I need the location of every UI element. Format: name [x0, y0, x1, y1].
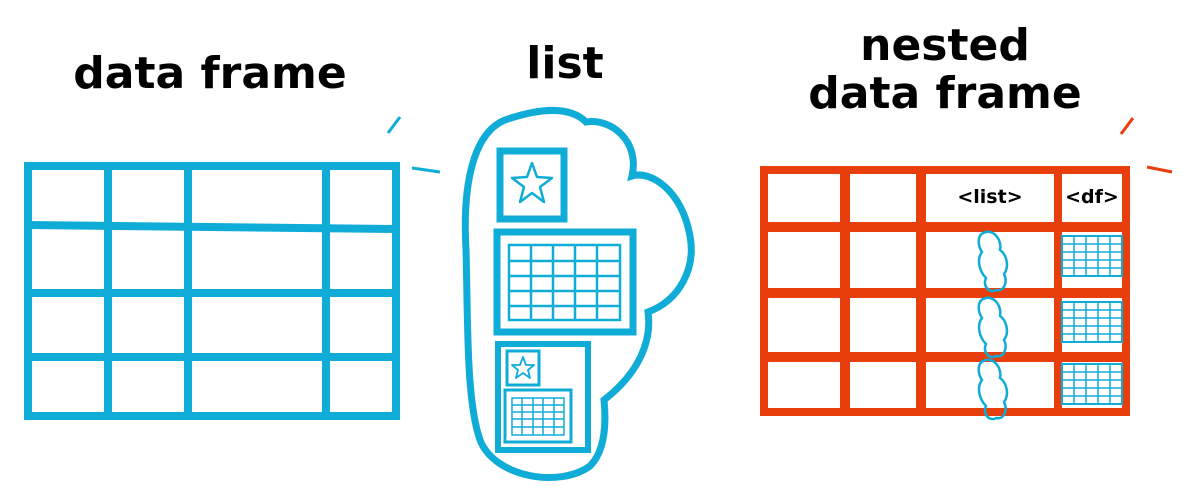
star-icon — [511, 356, 535, 379]
list-column-header: <list> — [957, 186, 1022, 208]
blue-accent-marks — [386, 116, 441, 174]
orange-accent-marks — [1119, 117, 1173, 174]
nested-title-line-1: nested — [860, 20, 1030, 71]
data-frame-table — [24, 162, 400, 420]
list-title: list — [526, 38, 604, 89]
nested-data-frame-title: nested data frame — [780, 22, 1110, 118]
list-item-nested-list — [495, 341, 591, 453]
cloud-icon — [461, 107, 695, 481]
list-cloud — [461, 107, 695, 481]
list-item-star — [496, 147, 568, 223]
list-item-table — [493, 228, 637, 336]
nested-title-line-2: data frame — [808, 68, 1082, 119]
data-frame-row-line — [27, 221, 397, 233]
star-icon — [510, 161, 554, 204]
data-frame-title: data frame — [73, 48, 347, 99]
table-icon — [511, 397, 565, 436]
df-column-header: <df> — [1065, 186, 1119, 208]
data-frame-outline — [24, 162, 400, 420]
nested-data-frame-table: <list> <df> — [760, 166, 1130, 421]
table-icon — [507, 243, 622, 322]
